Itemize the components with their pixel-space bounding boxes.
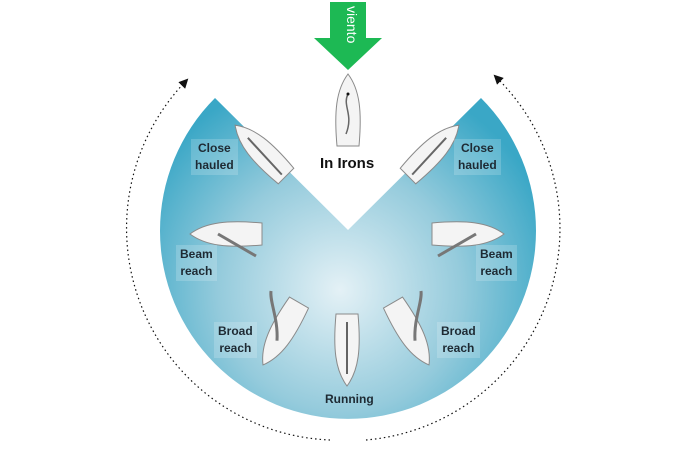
label-line: Beam — [180, 247, 213, 261]
label-line: hauled — [458, 158, 497, 172]
boat-broad-reach-left — [251, 290, 311, 372]
label-line: Beam — [480, 247, 513, 261]
label-line: reach — [219, 341, 252, 355]
boat-close-hauled-right — [398, 115, 469, 186]
boat-close-hauled-left — [225, 115, 296, 186]
label-beam-reach-right: Beam reach — [476, 245, 517, 281]
label-line: Broad — [218, 324, 253, 338]
label-line: reach — [442, 341, 475, 355]
label-broad-reach-left: Broad reach — [214, 322, 257, 358]
left-arc-arrow — [125, 78, 331, 441]
label-running: Running — [325, 392, 374, 406]
boat-beam-reach-right — [431, 221, 505, 258]
right-arc-arrow — [365, 74, 561, 441]
wind-label: viento — [344, 6, 360, 44]
boat-beam-reach-left — [189, 221, 263, 258]
label-line: Close — [197, 141, 231, 155]
boat-broad-reach-right — [381, 290, 441, 372]
label-close-hauled-left: Close hauled — [191, 139, 238, 175]
label-beam-reach-left: Beam reach — [176, 245, 217, 281]
sailing-sector — [159, 98, 536, 419]
label-line: Broad — [441, 324, 476, 338]
label-close-hauled-right: Close hauled — [454, 139, 501, 175]
wind-arrow-icon — [314, 2, 382, 70]
label-line: reach — [480, 264, 513, 278]
boat-running — [334, 313, 360, 387]
boat-in-irons — [335, 73, 361, 147]
label-in-irons: In Irons — [320, 155, 375, 172]
label-broad-reach-right: Broad reach — [437, 322, 480, 358]
label-line: Close — [460, 141, 494, 155]
label-line: hauled — [195, 158, 234, 172]
label-line: reach — [180, 264, 213, 278]
